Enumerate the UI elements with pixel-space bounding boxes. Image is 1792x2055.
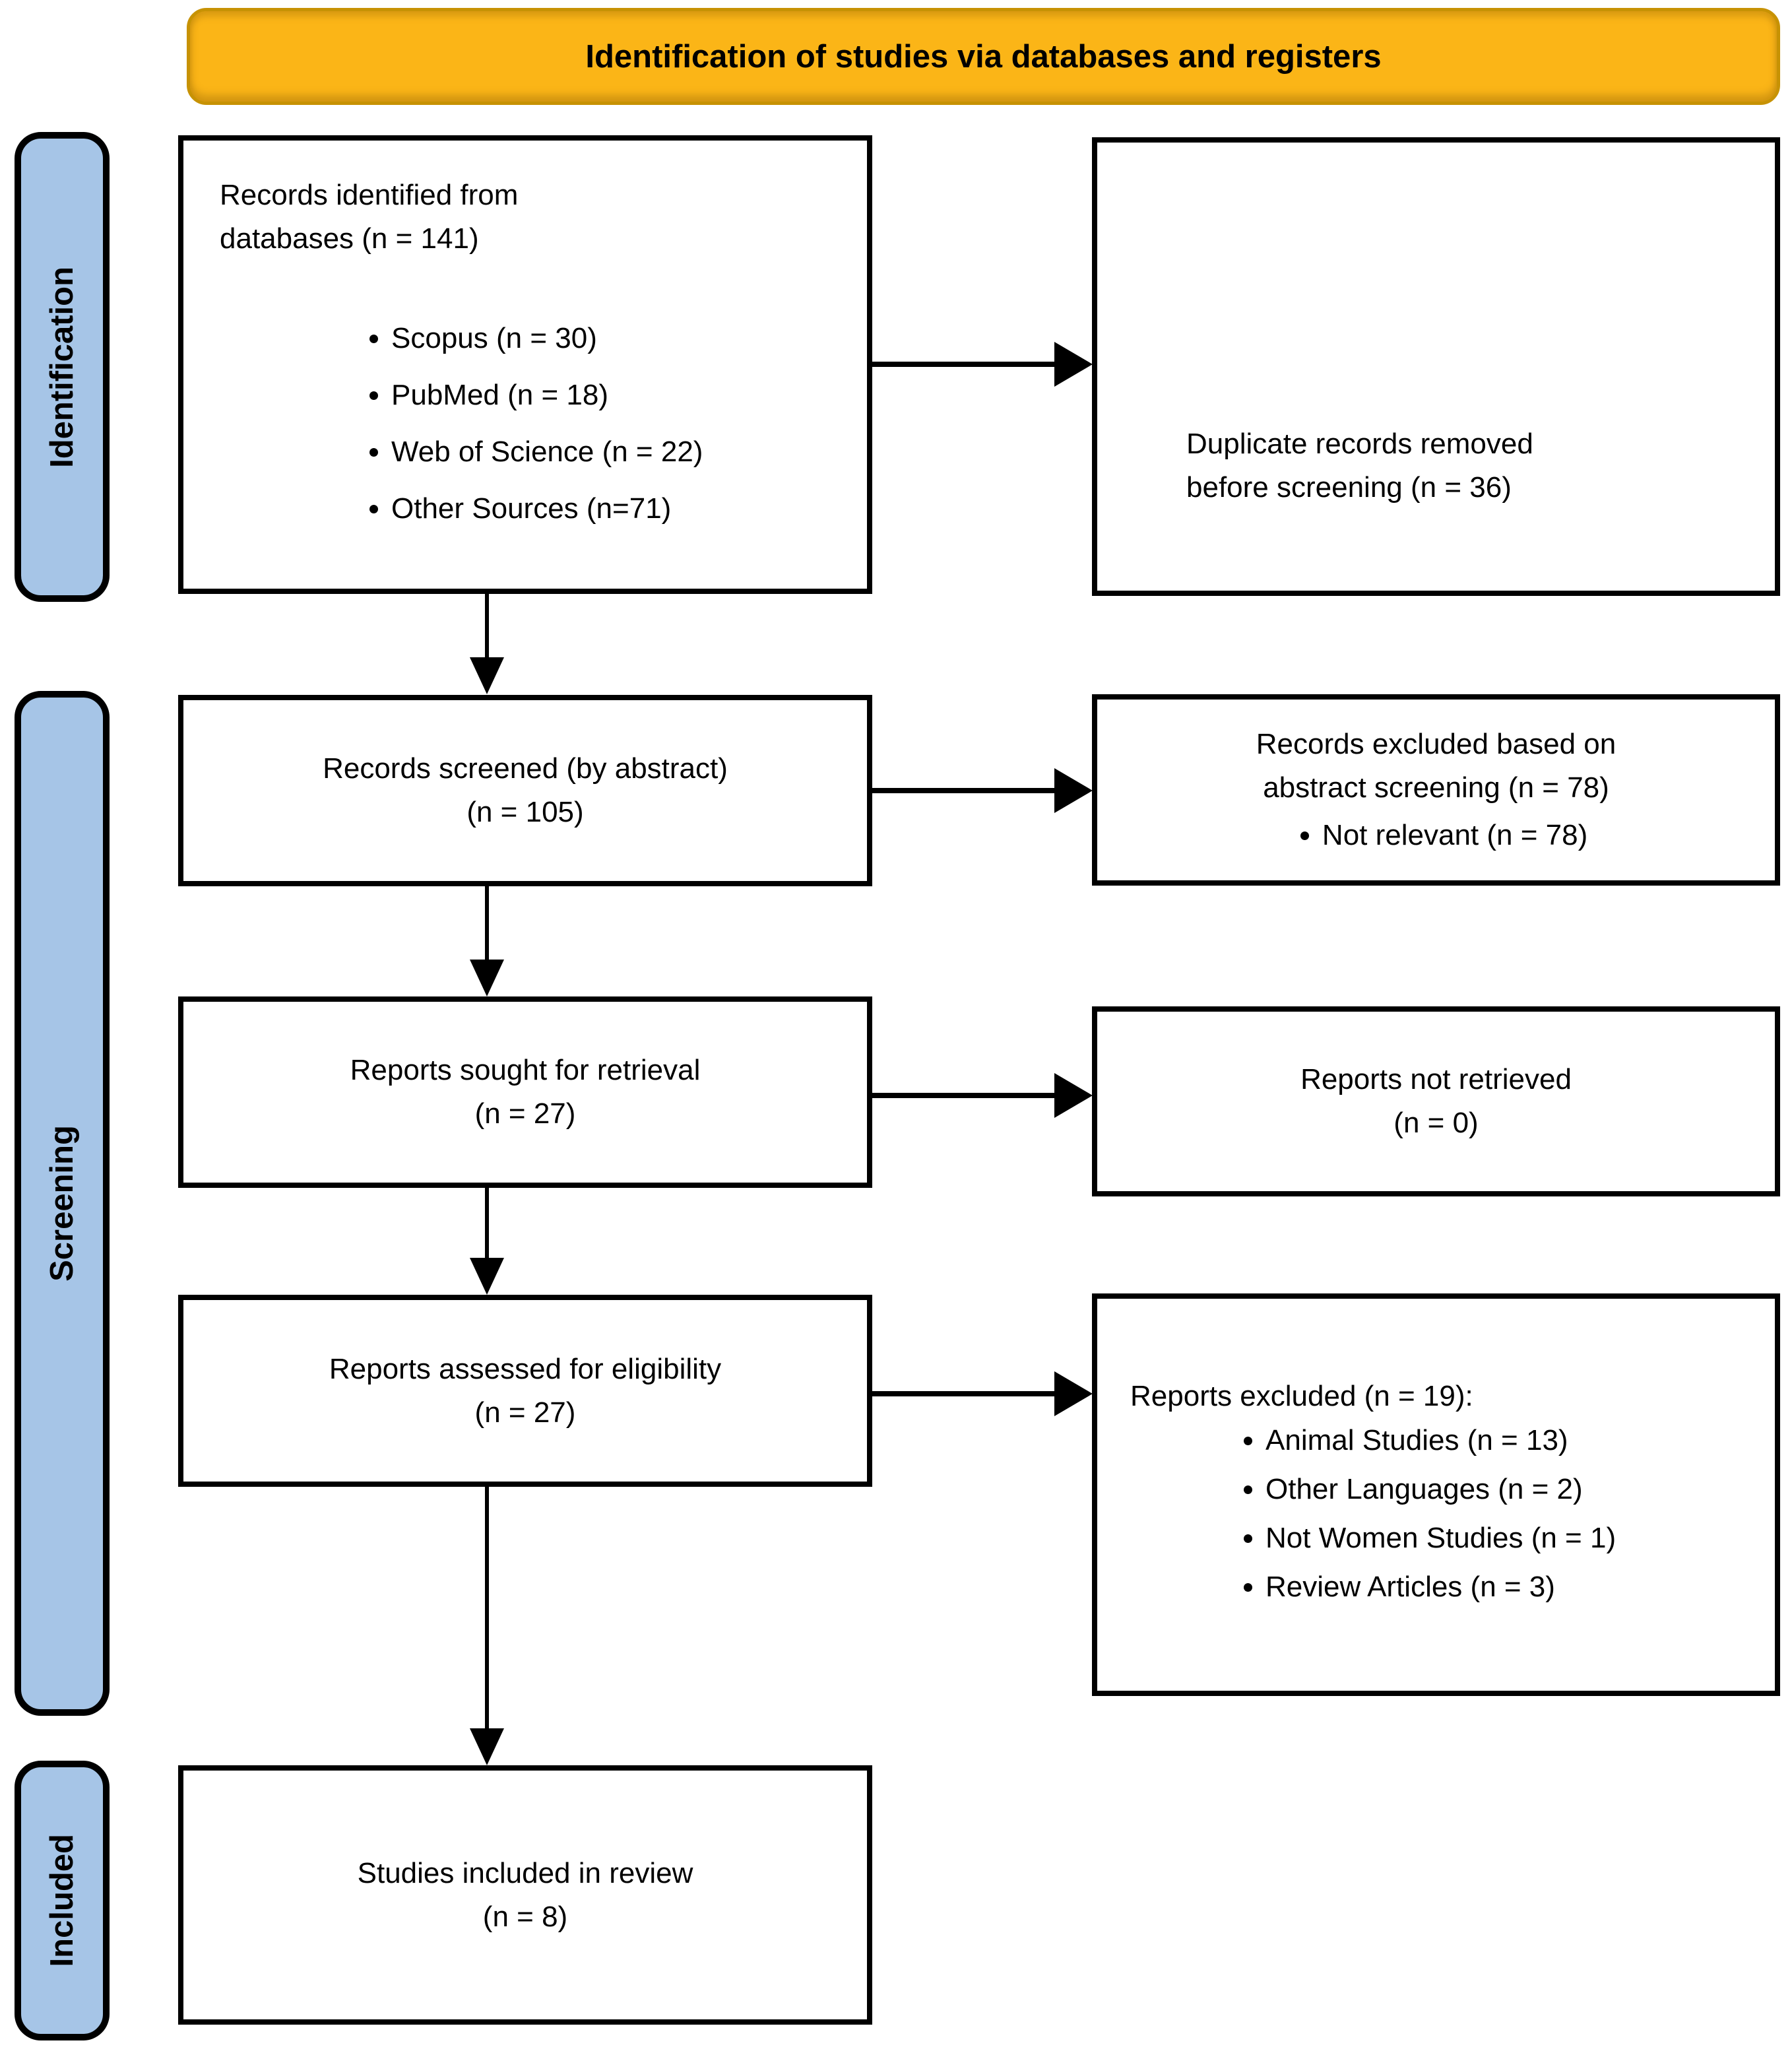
arrow-assessed-to-reports-excluded	[872, 1371, 1093, 1416]
duplicate-records-removed-text: Duplicate records removed before screeni…	[1186, 427, 1533, 504]
arrow-identified-to-screened	[470, 594, 504, 694]
records-screened-text: Records screened (by abstract) (n = 105)	[323, 752, 728, 828]
stage-included-text: Included	[44, 1834, 80, 1967]
diagram-title: Identification of studies via databases …	[585, 38, 1382, 75]
records-excluded-box: Records excluded based on abstract scree…	[1092, 694, 1780, 886]
bullet-item: Not Women Studies (n = 1)	[1265, 1517, 1755, 1559]
bullet-item: Other Languages (n = 2)	[1265, 1468, 1755, 1511]
duplicate-records-removed-box: Duplicate records removed before screeni…	[1092, 137, 1780, 596]
studies-included-box: Studies included in review (n = 8)	[178, 1765, 872, 2025]
records-excluded-bullet-list: Not relevant (n = 78)	[1285, 814, 1587, 857]
bullet-item: PubMed (n = 18)	[391, 374, 847, 417]
reports-sought-text: Reports sought for retrieval (n = 27)	[350, 1054, 701, 1130]
bullet-item: Not relevant (n = 78)	[1322, 814, 1587, 857]
bullet-item: Web of Science (n = 22)	[391, 430, 847, 474]
arrow-sought-to-assessed	[470, 1188, 504, 1295]
reports-assessed-text: Reports assessed for eligibility (n = 27…	[329, 1352, 722, 1429]
stage-screening-text: Screening	[44, 1125, 80, 1282]
reports-not-retrieved-box: Reports not retrieved (n = 0)	[1092, 1006, 1780, 1196]
studies-included-text: Studies included in review (n = 8)	[357, 1856, 693, 1933]
reports-excluded-text: Reports excluded (n = 19):	[1130, 1379, 1473, 1412]
records-identified-bullet-list: Scopus (n = 30) PubMed (n = 18) Web of Sci…	[220, 317, 847, 531]
arrow-screened-to-sought	[470, 886, 504, 996]
stage-label-screening: Screening	[15, 691, 110, 1716]
reports-excluded-box: Reports excluded (n = 19): Animal Studie…	[1092, 1293, 1780, 1696]
arrow-assessed-to-included	[470, 1487, 504, 1765]
bullet-item: Review Articles (n = 3)	[1265, 1566, 1755, 1608]
bullet-item: Other Sources (n=71)	[391, 487, 847, 531]
title-banner: Identification of studies via databases …	[187, 8, 1780, 105]
records-excluded-text: Records excluded based on abstract scree…	[1256, 728, 1616, 804]
stage-label-identification: Identification	[15, 132, 110, 602]
reports-assessed-box: Reports assessed for eligibility (n = 27…	[178, 1295, 872, 1487]
bullet-item: Animal Studies (n = 13)	[1265, 1419, 1755, 1462]
stage-label-included: Included	[15, 1761, 110, 2040]
arrow-sought-to-not-retrieved	[872, 1073, 1093, 1118]
reports-sought-box: Reports sought for retrieval (n = 27)	[178, 996, 872, 1188]
bullet-item: Scopus (n = 30)	[391, 317, 847, 360]
arrow-identified-to-duplicates	[872, 342, 1093, 387]
records-screened-box: Records screened (by abstract) (n = 105)	[178, 695, 872, 886]
arrow-screened-to-excluded	[872, 768, 1093, 813]
stage-identification-text: Identification	[44, 266, 80, 468]
records-identified-text: Records identified from databases (n = 1…	[220, 179, 519, 255]
reports-not-retrieved-text: Reports not retrieved (n = 0)	[1300, 1063, 1572, 1139]
records-identified-box: Records identified from databases (n = 1…	[178, 135, 872, 594]
reports-excluded-bullet-list: Animal Studies (n = 13) Other Languages (…	[1130, 1419, 1755, 1614]
